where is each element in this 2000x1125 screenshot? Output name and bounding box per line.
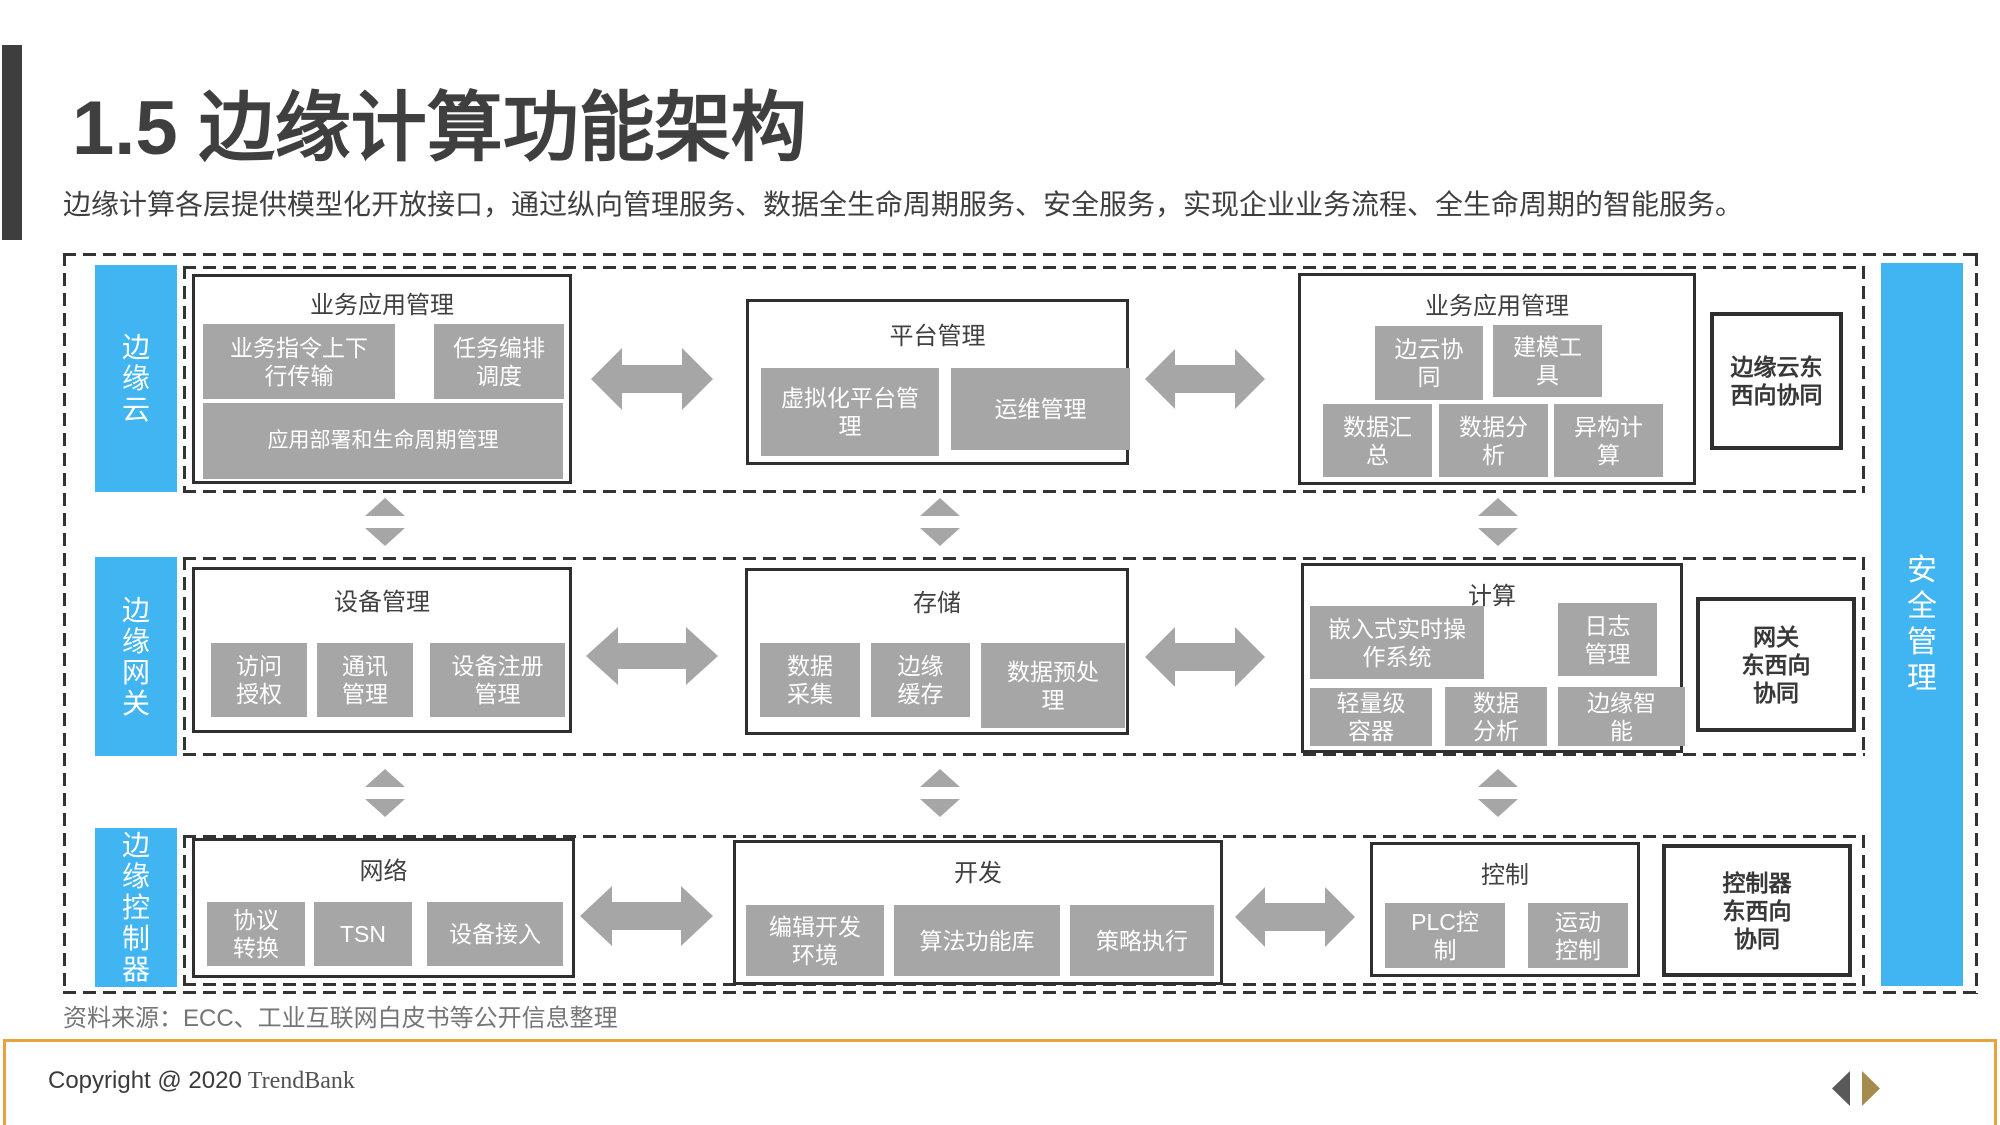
title-accent-bar: [2, 45, 22, 240]
box-title: 控制: [1481, 862, 1529, 889]
box-title: 存储: [913, 590, 961, 617]
box-development: 开发 编辑开发 环境 算法功能库 策略执行: [733, 840, 1223, 985]
item-plc-control: PLC控 制: [1385, 903, 1505, 968]
sidebox-gateway-east-west: 网关 东西向 协同: [1696, 597, 1856, 732]
sidebox-controller-east-west: 控制器 东西向 协同: [1662, 844, 1852, 977]
arrow-up-down-r23-c: [1478, 769, 1518, 817]
arrow-up-down-r12-b: [920, 498, 960, 546]
item-motion-control: 运动 控制: [1528, 903, 1628, 968]
item-heterogeneous-computing: 异构计 算: [1554, 404, 1663, 477]
arrow-up-down-r12-a: [365, 498, 405, 546]
item-protocol-conversion: 协议 转换: [207, 902, 305, 966]
box-computing: 计算 嵌入式实时操 作系统 日志 管理 轻量级 容器 数据 分析 边缘智 能: [1301, 563, 1685, 753]
arrow-left-right-row2-a: [586, 627, 718, 685]
box-storage: 存储 数据 采集 边缘 缓存 数据预处 理: [745, 568, 1129, 735]
box-control: 控制 PLC控 制 运动 控制: [1370, 842, 1640, 977]
brand-name: TrendBank: [247, 1068, 355, 1094]
item-algorithm-library: 算法功能库: [894, 905, 1060, 976]
layer-label-edge-cloud: 边缘云: [95, 265, 177, 492]
nav-prev-icon[interactable]: [1832, 1071, 1850, 1106]
arrow-left-right-row1-b: [1145, 349, 1265, 409]
box-platform-mgmt: 平台管理 虚拟化平台管 理 运维管理: [746, 299, 1130, 465]
item-data-analysis-cloud: 数据分 析: [1439, 404, 1548, 477]
item-ops-mgmt: 运维管理: [951, 368, 1130, 450]
item-edge-intelligence: 边缘智 能: [1558, 687, 1685, 746]
item-data-collection: 数据 采集: [760, 643, 860, 717]
security-management-bar: 安全管理: [1881, 263, 1963, 986]
item-data-aggregation: 数据汇 总: [1323, 404, 1432, 477]
page-title: 1.5 边缘计算功能架构: [72, 86, 807, 171]
layer-label-text: 边缘云: [121, 332, 150, 425]
security-bar-text: 安全管理: [1907, 553, 1937, 695]
page-subtitle: 边缘计算各层提供模型化开放接口，通过纵向管理服务、数据全生命周期服务、安全服务，…: [63, 189, 1744, 220]
box-title: 开发: [954, 860, 1002, 887]
arrow-up-down-r12-c: [1478, 498, 1518, 546]
item-data-analysis-gw: 数据 分析: [1445, 687, 1547, 746]
arrow-up-down-r23-b: [920, 769, 960, 817]
box-title: 业务应用管理: [310, 292, 454, 319]
box-title: 网络: [359, 858, 408, 885]
source-note: 资料来源：ECC、工业互联网白皮书等公开信息整理: [63, 1005, 618, 1032]
layer-label-edge-gateway: 边缘网关: [95, 557, 177, 756]
box-business-app-mgmt-cloud2: 业务应用管理 边云协 同 建模工 具 数据汇 总 数据分 析 异构计 算: [1298, 273, 1696, 485]
layer-label-text: 边缘网关: [121, 594, 150, 719]
item-app-deploy-lifecycle: 应用部署和生命周期管理: [203, 403, 563, 479]
box-title: 计算: [1468, 583, 1516, 610]
item-communication-mgmt: 通讯 管理: [317, 643, 413, 717]
item-log-mgmt: 日志 管理: [1558, 603, 1657, 676]
item-virtualization-platform: 虚拟化平台管 理: [761, 368, 939, 456]
arrow-up-down-r23-a: [365, 769, 405, 817]
item-data-preprocessing: 数据预处 理: [981, 643, 1125, 728]
footer-box: [3, 1039, 1997, 1125]
arrow-left-right-row3-a: [580, 886, 713, 946]
arrow-left-right-row1-a: [591, 348, 713, 410]
box-business-app-mgmt-cloud: 业务应用管理 业务指令上下 行传输 任务编排 调度 应用部署和生命周期管理: [192, 274, 572, 484]
box-title: 业务应用管理: [1425, 293, 1569, 320]
item-task-orchestration: 任务编排 调度: [434, 324, 564, 399]
item-business-instruction: 业务指令上下 行传输: [203, 324, 395, 399]
copyright-label: Copyright @ 2020: [48, 1067, 242, 1094]
arrow-left-right-row3-b: [1235, 887, 1355, 947]
box-network: 网络 协议 转换 TSN 设备接入: [192, 838, 575, 978]
sidebox-edge-cloud-east-west: 边缘云东 西向协同: [1710, 312, 1843, 450]
item-modeling-tool: 建模工 具: [1493, 325, 1602, 397]
item-lightweight-container: 轻量级 容器: [1310, 688, 1432, 746]
box-device-mgmt: 设备管理 访问 授权 通讯 管理 设备注册 管理: [192, 567, 572, 733]
nav-next-icon[interactable]: [1862, 1071, 1880, 1106]
box-title: 平台管理: [889, 323, 986, 350]
layer-label-edge-controller: 边缘控制器: [95, 828, 177, 987]
item-edge-cache: 边缘 缓存: [871, 643, 970, 717]
item-access-authorization: 访问 授权: [211, 643, 307, 717]
item-tsn: TSN: [314, 902, 412, 966]
item-device-access: 设备接入: [427, 902, 563, 966]
box-title: 设备管理: [334, 589, 430, 616]
layer-label-text: 边缘控制器: [121, 830, 150, 985]
item-edge-cloud-collab: 边云协 同: [1375, 326, 1483, 400]
item-device-registration: 设备注册 管理: [430, 643, 565, 717]
item-edit-dev-env: 编辑开发 环境: [746, 905, 884, 976]
item-policy-execution: 策略执行: [1070, 905, 1214, 976]
item-embedded-rtos: 嵌入式实时操 作系统: [1310, 606, 1484, 679]
arrow-left-right-row2-b: [1145, 627, 1265, 687]
